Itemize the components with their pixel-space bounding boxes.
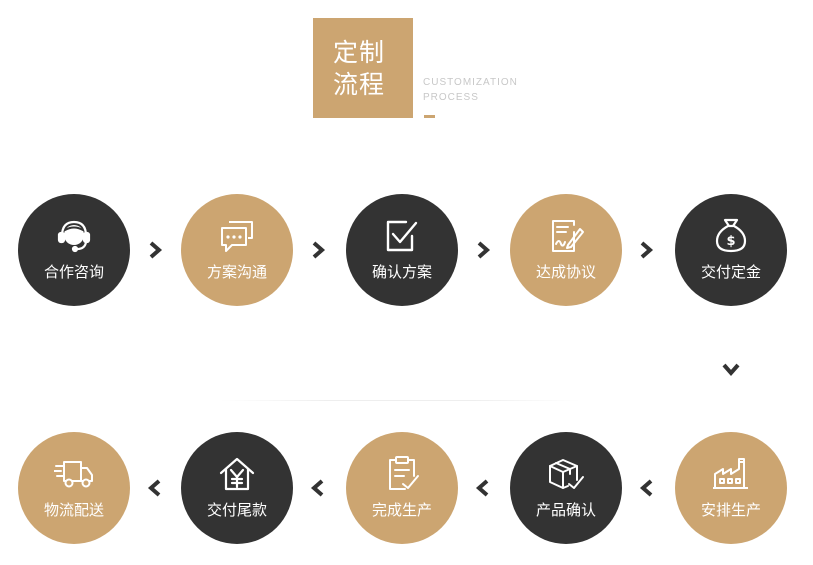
factory-icon	[711, 454, 751, 494]
subtitle-line-2: PROCESS	[423, 92, 479, 103]
package-check-icon	[546, 454, 586, 494]
step-complete-production: 完成生产	[346, 432, 458, 544]
chevron-right-icon	[636, 240, 656, 260]
step-label: 合作咨询	[43, 263, 104, 281]
title-box: 定制 流程	[313, 18, 413, 118]
step-label: 达成协议	[535, 263, 596, 281]
title-line-1: 定制	[333, 38, 386, 67]
chevron-right-icon	[145, 240, 165, 260]
step-sign-agreement: 达成协议	[510, 194, 622, 306]
step-product-confirmation: 产品确认	[510, 432, 622, 544]
divider	[220, 400, 580, 401]
chevron-left-icon	[473, 478, 493, 498]
step-label: 交付定金	[700, 263, 761, 281]
step-label: 产品确认	[535, 501, 596, 519]
step-consultation: 合作咨询	[18, 194, 130, 306]
title-underline	[424, 115, 435, 118]
step-label: 完成生产	[371, 501, 432, 519]
chat-bubbles-icon	[217, 216, 257, 256]
clipboard-check-icon	[382, 454, 422, 494]
chevron-left-icon	[308, 478, 328, 498]
svg-text:$: $	[726, 234, 735, 249]
chevron-right-icon	[473, 240, 493, 260]
contract-sign-icon	[546, 216, 586, 256]
step-logistics-delivery: 物流配送	[18, 432, 130, 544]
headset-icon	[54, 216, 94, 256]
checkbox-icon	[382, 216, 422, 256]
step-pay-balance: 交付尾款	[181, 432, 293, 544]
step-label: 方案沟通	[206, 263, 267, 281]
house-yen-icon	[217, 454, 257, 494]
subtitle-line-1: CUSTOMIZATION	[423, 77, 518, 88]
title-line-2: 流程	[333, 70, 386, 99]
step-plan-communication: 方案沟通	[181, 194, 293, 306]
money-bag-icon: $	[711, 216, 751, 256]
step-label: 安排生产	[700, 501, 761, 519]
chevron-right-icon	[308, 240, 328, 260]
chevron-down-icon	[721, 359, 741, 379]
step-confirm-plan: 确认方案	[346, 194, 458, 306]
chevron-left-icon	[145, 478, 165, 498]
step-label: 确认方案	[371, 263, 432, 281]
chevron-left-icon	[637, 478, 657, 498]
step-pay-deposit: $ 交付定金	[675, 194, 787, 306]
delivery-truck-icon	[54, 454, 94, 494]
step-arrange-production: 安排生产	[675, 432, 787, 544]
step-label: 交付尾款	[206, 501, 267, 519]
step-label: 物流配送	[43, 501, 104, 519]
